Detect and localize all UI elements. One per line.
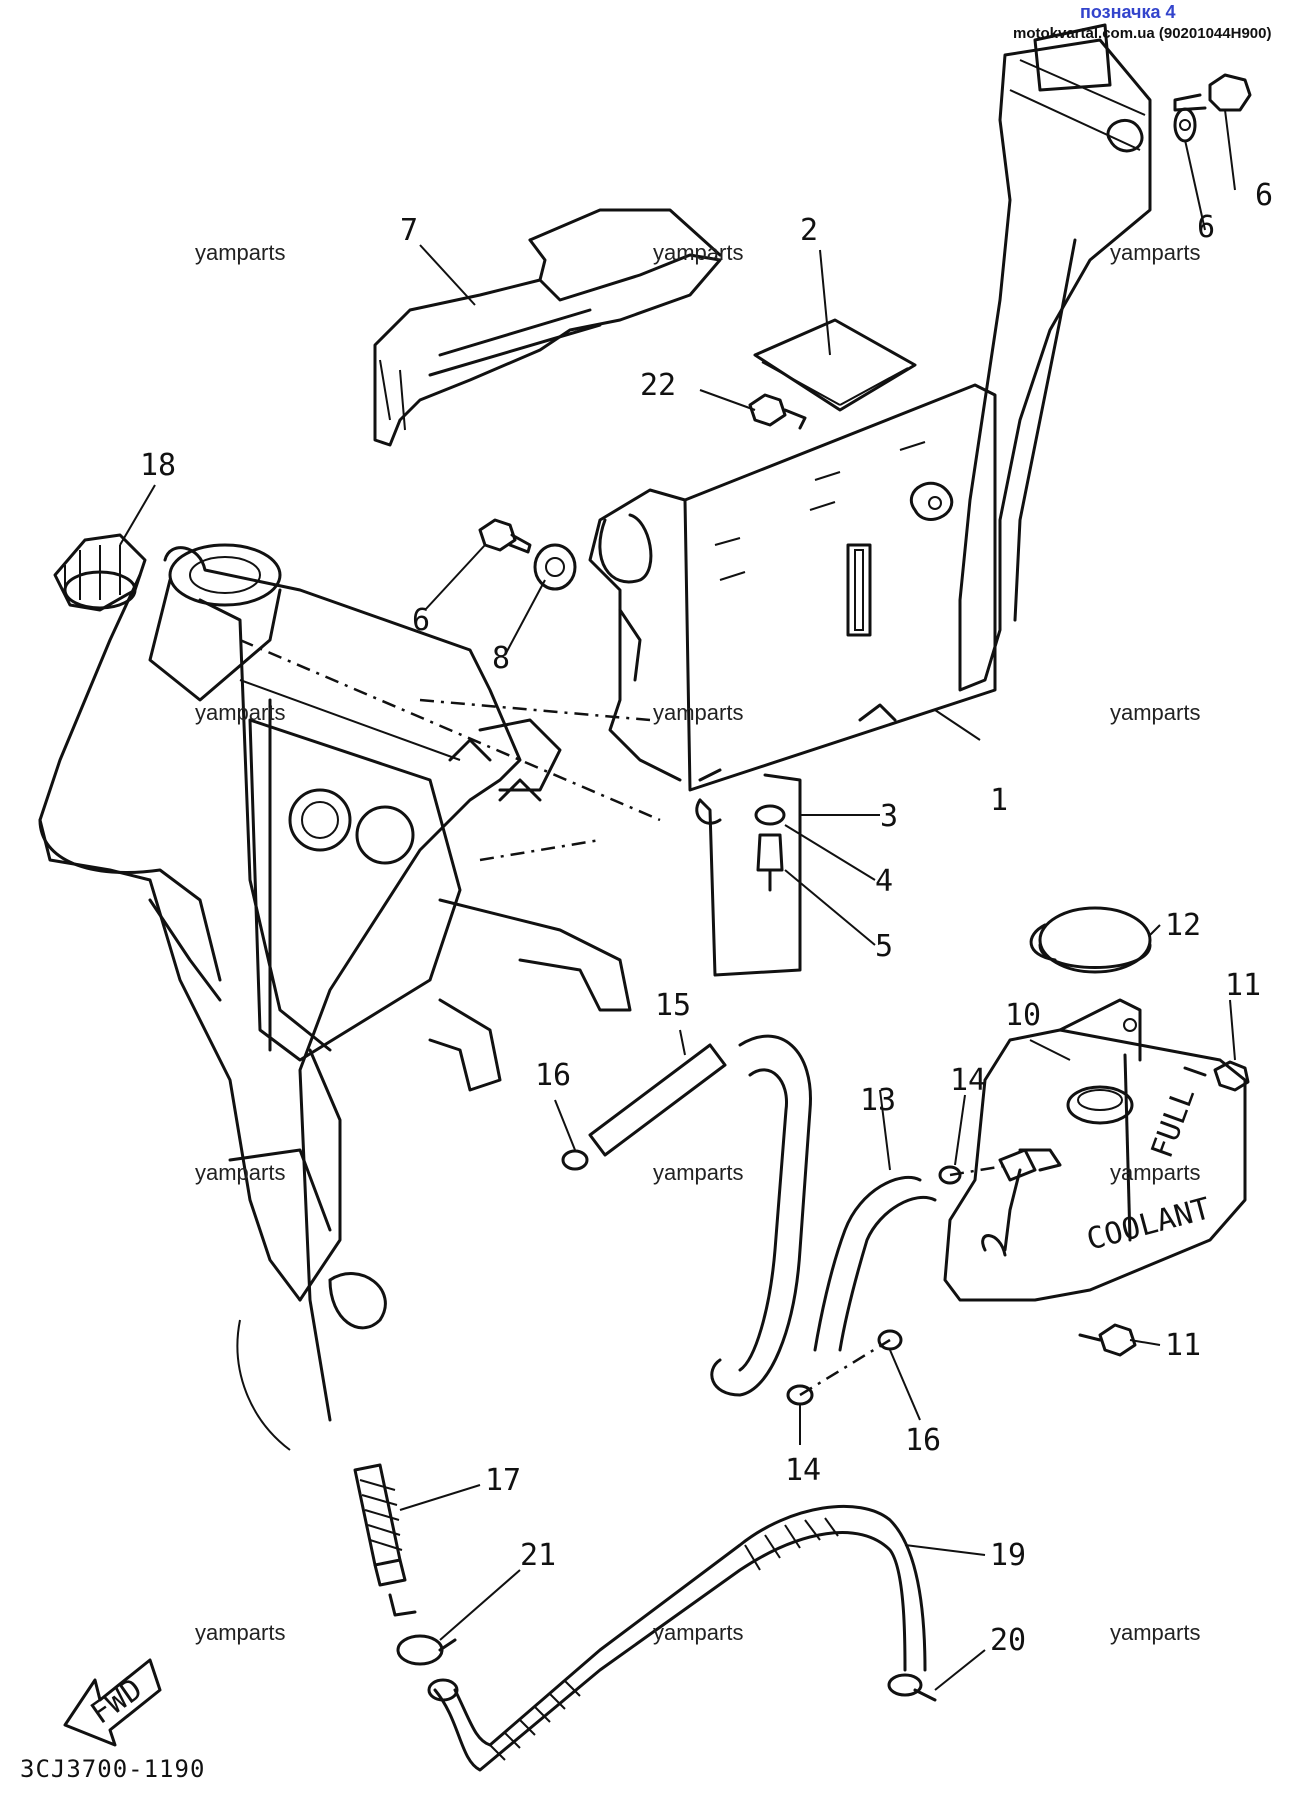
callout-20: 20 xyxy=(990,1623,1026,1658)
callout-14-top: 14 xyxy=(950,1063,986,1098)
reservoir-cap xyxy=(1029,906,1152,974)
callout-10: 10 xyxy=(1005,998,1041,1033)
hose-13 xyxy=(813,1148,1037,1352)
head-pipe xyxy=(148,543,282,702)
watermark: yamparts xyxy=(653,1160,743,1185)
bolt-and-washer-top xyxy=(1173,73,1252,143)
callout-12: 12 xyxy=(1165,908,1201,943)
shroud-upper xyxy=(373,208,722,447)
callout-19: 19 xyxy=(990,1538,1026,1573)
fwd-arrow: FWD xyxy=(63,1658,162,1747)
callout-2: 2 xyxy=(800,213,818,248)
callout-3: 3 xyxy=(880,799,898,834)
reservoir-bolts xyxy=(1078,1060,1250,1357)
callout-16-left: 16 xyxy=(535,1058,571,1093)
callout-9: 9 xyxy=(1197,207,1215,242)
watermark: yamparts xyxy=(1110,240,1200,265)
leader-lines xyxy=(119,109,1236,1691)
bracket-washer-grommet xyxy=(695,773,802,977)
hose-17 xyxy=(353,1463,417,1617)
hose-15 xyxy=(588,1034,812,1397)
watermarks: yamparts yamparts yamparts yamparts yamp… xyxy=(195,240,1200,1645)
pad xyxy=(753,318,917,412)
watermark: yamparts xyxy=(1110,1620,1200,1645)
callout-14-bottom: 14 xyxy=(785,1453,821,1488)
watermark: yamparts xyxy=(1110,1160,1200,1185)
coolant-reservoir: COOLANT FULL xyxy=(943,998,1247,1302)
radiator-cap xyxy=(53,533,147,612)
callout-8: 8 xyxy=(492,641,510,676)
callout-17: 17 xyxy=(485,1463,521,1498)
clamp-21 xyxy=(396,1634,457,1666)
callout-18: 18 xyxy=(140,448,176,483)
callout-13: 13 xyxy=(860,1083,896,1118)
callout-7: 7 xyxy=(400,213,418,248)
tank-label-full: FULL xyxy=(1145,1083,1203,1163)
watermark: yamparts xyxy=(195,1160,285,1185)
callout-11-top: 11 xyxy=(1225,968,1261,1003)
hose-19 xyxy=(427,1504,927,1772)
callout-16-right: 16 xyxy=(905,1423,941,1458)
watermark: yamparts xyxy=(1110,700,1200,725)
watermark: yamparts xyxy=(653,240,743,265)
hose-clips xyxy=(561,1149,1011,1406)
radiator xyxy=(588,383,997,792)
watermark: yamparts xyxy=(195,1620,285,1645)
callout-6-mid: 6 xyxy=(412,603,430,638)
callout-1: 1 xyxy=(990,783,1008,818)
bolt-and-grommet-mid xyxy=(478,518,577,591)
bolt-22 xyxy=(748,393,807,430)
watermark: yamparts xyxy=(653,1620,743,1645)
callouts: 1 2 3 4 5 6 6 7 8 9 10 11 11 12 13 14 14… xyxy=(140,178,1273,1658)
watermark: yamparts xyxy=(195,240,285,265)
callout-21: 21 xyxy=(520,1538,556,1573)
diagram-code: 3CJ3700-1190 xyxy=(20,1755,206,1783)
watermark: yamparts xyxy=(653,700,743,725)
callout-4: 4 xyxy=(875,864,893,899)
callout-5: 5 xyxy=(875,929,893,964)
callout-6-top: 6 xyxy=(1255,178,1273,213)
callout-22: 22 xyxy=(640,368,676,403)
clip-20 xyxy=(887,1673,937,1702)
side-cover xyxy=(958,23,1152,692)
frame xyxy=(38,546,661,1451)
header-title: позначка 4 xyxy=(1080,2,1176,22)
callout-15: 15 xyxy=(655,988,691,1023)
watermark: yamparts xyxy=(195,700,285,725)
callout-11-bottom: 11 xyxy=(1165,1328,1201,1363)
header-source: motokvartal.com.ua (90201044H900) xyxy=(1013,25,1272,42)
